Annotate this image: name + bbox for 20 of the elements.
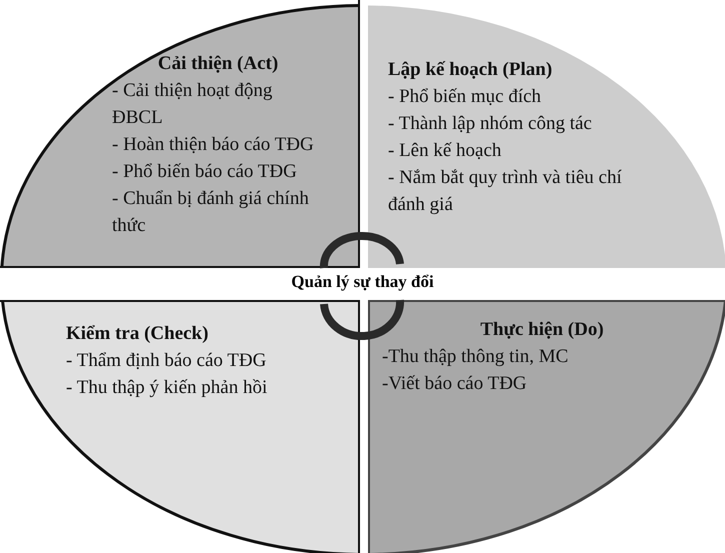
quadrant-heading: Lập kế hoạch (Plan) <box>388 58 554 82</box>
quadrant-heading: Cải thiện (Act) <box>156 52 280 76</box>
bullet-item: - Hoàn thiện báo cáo TĐG <box>112 133 315 157</box>
bullet-item: - Thẩm định báo cáo TĐG <box>66 349 268 373</box>
bullet-item: -Viết báo cáo TĐG <box>382 372 528 396</box>
quadrant-heading: Thực hiện (Do) <box>479 318 605 342</box>
bullet-item: -Thu thập thông tin, MC <box>382 345 570 369</box>
quadrant-panel <box>0 0 360 268</box>
bullet-item: - Cải thiện hoạt động ĐBCL <box>112 79 274 130</box>
bullet-item: - Chuẩn bị đánh giá chính thức <box>112 187 310 238</box>
center-label: Quản lý sự thay đổi <box>291 272 434 291</box>
bullet-item: - Thu thập ý kiến phản hồi <box>66 376 268 400</box>
bullet-item: - Phổ biến mục đích <box>388 85 542 109</box>
bullet-item: - Lên kế hoạch <box>388 139 502 163</box>
bullet-item: - Nắm bắt quy trình và tiêu chí đánh giá <box>388 166 623 217</box>
quadrant-panel <box>368 300 725 553</box>
quadrant-panel <box>0 300 360 553</box>
bullet-item: - Phổ biến báo cáo TĐG <box>112 160 298 184</box>
quadrant-heading: Kiểm tra (Check) <box>66 322 210 346</box>
bullet-item: - Thành lập nhóm công tác <box>388 112 593 136</box>
